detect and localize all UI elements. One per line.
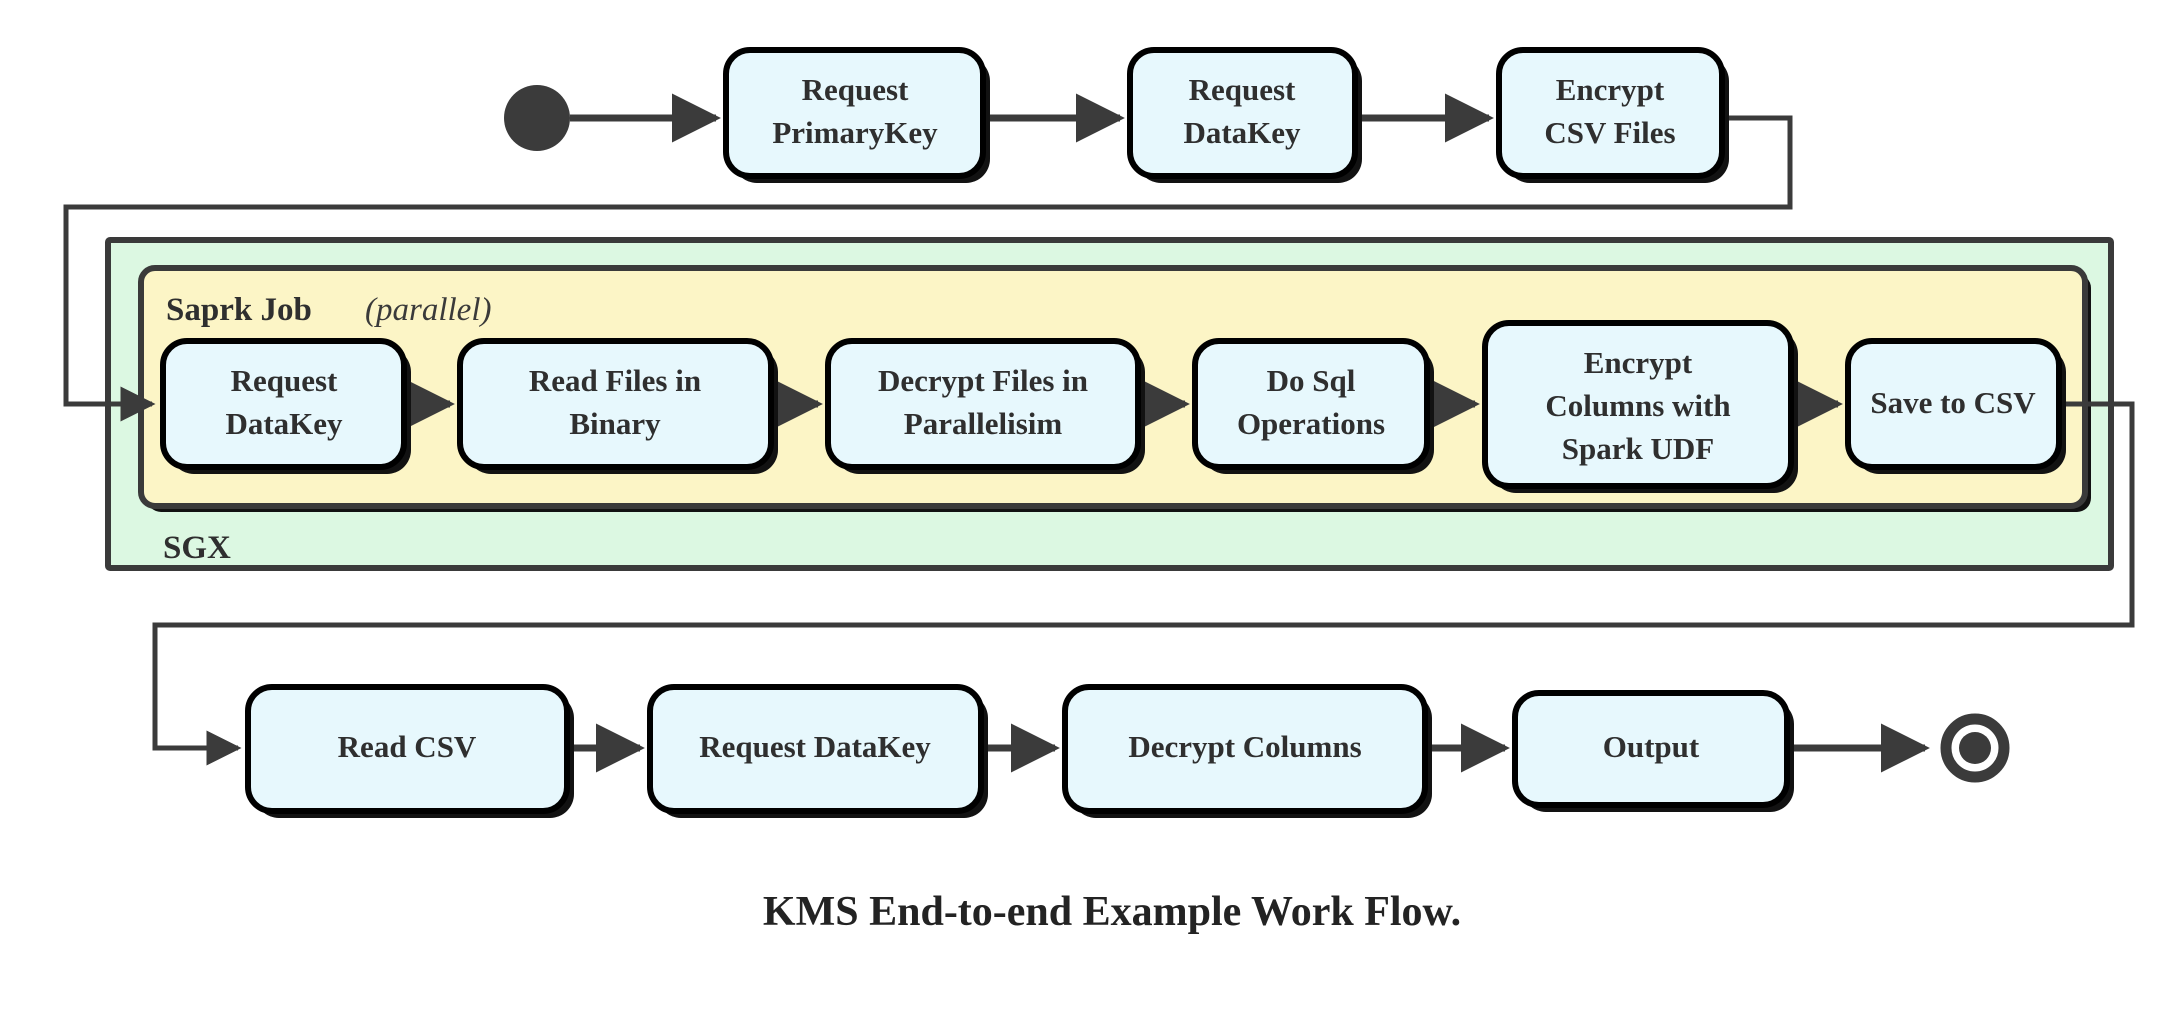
node-read-csv[interactable]: Read CSV xyxy=(245,684,574,818)
node-decrypt-files-in-parallelisim[interactable]: Decrypt Files in Parallelisim xyxy=(825,338,1145,474)
node-line-2: Columns with xyxy=(1545,388,1730,423)
node-line-1: Request xyxy=(1189,72,1296,107)
node-encrypt-csv-files[interactable]: Encrypt CSV Files xyxy=(1496,47,1729,183)
node-body[interactable] xyxy=(457,338,774,470)
node-line-1: Save to CSV xyxy=(1870,385,2036,420)
node-line-2: DataKey xyxy=(1183,115,1301,150)
spark-job-label: Saprk Job xyxy=(166,292,312,328)
node-line-1: Decrypt Files in xyxy=(878,363,1088,398)
node-request-primarykey[interactable]: Request PrimaryKey xyxy=(723,47,990,183)
end-inner-dot xyxy=(1959,732,1991,764)
node-line-2: CSV Files xyxy=(1544,115,1675,150)
node-body[interactable] xyxy=(160,338,407,470)
node-body[interactable] xyxy=(1845,338,2062,470)
node-output[interactable]: Output xyxy=(1512,690,1794,812)
node-line-2: Parallelisim xyxy=(904,406,1063,441)
node-line-1: Request xyxy=(231,363,338,398)
node-body[interactable] xyxy=(245,684,570,814)
node-body[interactable] xyxy=(1062,684,1428,814)
node-line-1: Encrypt xyxy=(1556,72,1665,107)
node-body[interactable] xyxy=(1512,690,1790,808)
node-line-1: Request xyxy=(802,72,909,107)
node-decrypt-columns[interactable]: Decrypt Columns xyxy=(1062,684,1432,818)
node-line-3: Spark UDF xyxy=(1562,431,1714,466)
spark-job-parallel-label: (parallel) xyxy=(365,292,491,328)
node-request-datakey-bottom[interactable]: Request DataKey xyxy=(647,684,988,818)
node-do-sql-operations[interactable]: Do Sql Operations xyxy=(1192,338,1434,474)
node-request-datakey-mid[interactable]: Request DataKey xyxy=(160,338,411,474)
node-line-1: Output xyxy=(1603,729,1700,764)
start-node xyxy=(504,85,570,151)
node-line-2: PrimaryKey xyxy=(772,115,938,150)
node-line-2: Operations xyxy=(1237,406,1385,441)
node-line-1: Do Sql xyxy=(1267,363,1356,398)
wire-savecsv-to-readcsv xyxy=(152,401,2135,766)
node-line-1: Decrypt Columns xyxy=(1128,729,1361,764)
end-outer-ring xyxy=(1940,713,2010,783)
node-body[interactable] xyxy=(723,47,986,179)
node-body[interactable] xyxy=(825,338,1141,470)
start-circle xyxy=(504,85,570,151)
node-request-datakey-top[interactable]: Request DataKey xyxy=(1127,47,1362,183)
sgx-label: SGX xyxy=(163,530,231,566)
node-body[interactable] xyxy=(647,684,984,814)
node-encrypt-columns-with-spark-udf[interactable]: Encrypt Columns with Spark UDF xyxy=(1482,320,1798,493)
node-line-1: Request DataKey xyxy=(699,729,931,764)
node-body[interactable] xyxy=(1496,47,1725,179)
node-line-1: Read CSV xyxy=(338,729,477,764)
node-save-to-csv[interactable]: Save to CSV xyxy=(1845,338,2066,474)
node-read-files-in-binary[interactable]: Read Files in Binary xyxy=(457,338,778,474)
diagram-caption: KMS End-to-end Example Work Flow. xyxy=(763,889,1461,935)
wire-encryptcsv-to-requestdatakey xyxy=(63,115,1793,422)
node-body[interactable] xyxy=(1482,320,1794,489)
node-body[interactable] xyxy=(1127,47,1358,179)
node-line-2: DataKey xyxy=(225,406,343,441)
node-line-2: Binary xyxy=(569,406,661,441)
node-line-1: Read Files in xyxy=(529,363,701,398)
node-line-1: Encrypt xyxy=(1584,345,1693,380)
end-node xyxy=(1940,713,2010,783)
node-body[interactable] xyxy=(1192,338,1430,470)
